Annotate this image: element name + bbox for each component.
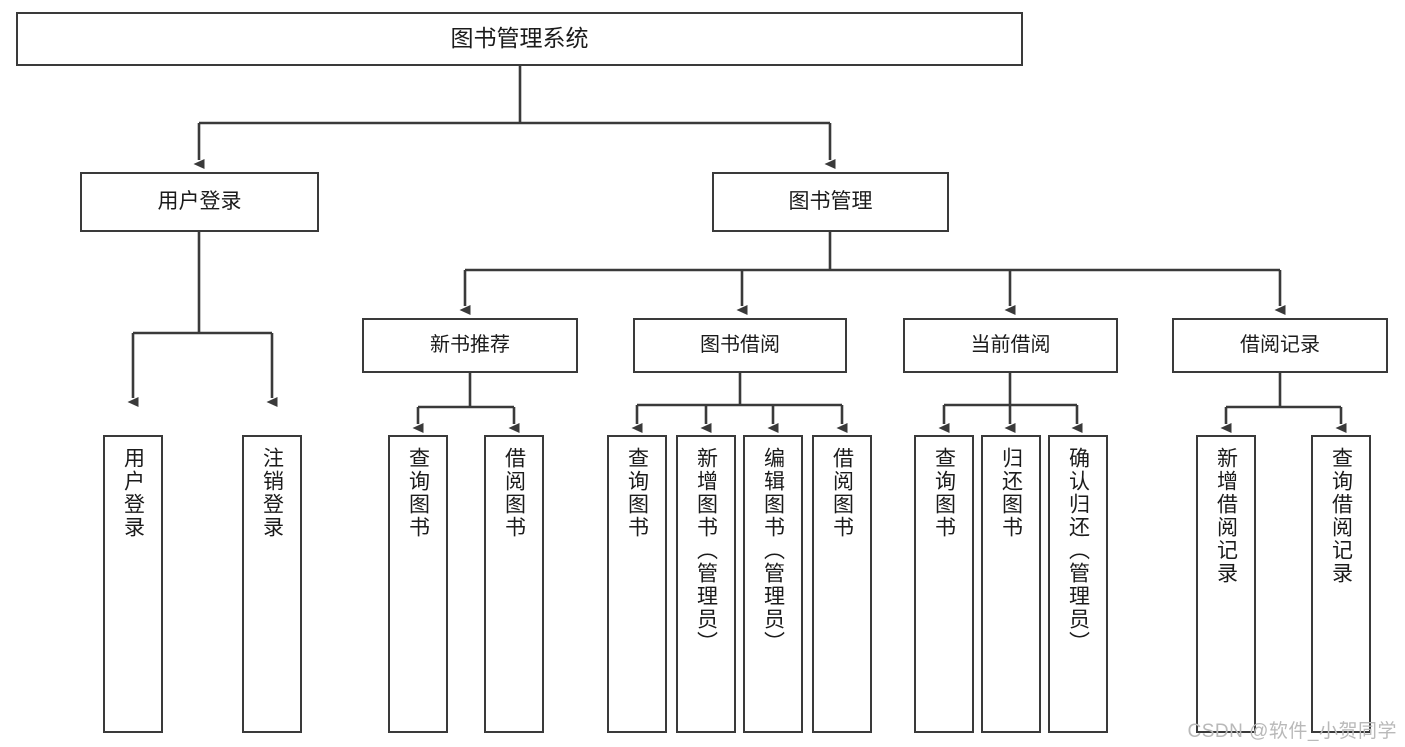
node-leaf-query-book-2[interactable]: 查询图书 bbox=[607, 435, 667, 733]
node-user-login[interactable]: 用户登录 bbox=[80, 172, 319, 232]
node-leaf-add-borrow-record[interactable]: 新增借阅记录 bbox=[1196, 435, 1256, 733]
node-leaf-confirm-return[interactable]: 确认归还（管理员） bbox=[1048, 435, 1108, 733]
node-leaf-add-book[interactable]: 新增图书（管理员） bbox=[676, 435, 736, 733]
node-leaf-edit-book[interactable]: 编辑图书（管理员） bbox=[743, 435, 803, 733]
node-label: 借阅记录 bbox=[1240, 333, 1320, 356]
node-book-borrow[interactable]: 图书借阅 bbox=[633, 318, 847, 373]
node-leaf-return-book[interactable]: 归还图书 bbox=[981, 435, 1041, 733]
node-leaf-query-book-3[interactable]: 查询图书 bbox=[914, 435, 974, 733]
node-current-borrow[interactable]: 当前借阅 bbox=[903, 318, 1118, 373]
node-leaf-user-logout[interactable]: 注销登录 bbox=[242, 435, 302, 733]
node-book-manage[interactable]: 图书管理 bbox=[712, 172, 949, 232]
node-label: 图书管理 bbox=[788, 189, 873, 213]
node-label: 确认归还（管理员） bbox=[1066, 447, 1090, 654]
node-label: 当前借阅 bbox=[970, 333, 1051, 356]
csdn-watermark: CSDN @软件_小贺同学 bbox=[1187, 721, 1397, 742]
node-label: 用户登录 bbox=[121, 447, 145, 539]
node-leaf-borrow-book-1[interactable]: 借阅图书 bbox=[484, 435, 544, 733]
node-label: 借阅图书 bbox=[830, 447, 854, 539]
node-label: 查询图书 bbox=[932, 447, 956, 539]
node-label: 查询借阅记录 bbox=[1329, 447, 1353, 585]
node-borrow-record[interactable]: 借阅记录 bbox=[1172, 318, 1388, 373]
node-label: 注销登录 bbox=[260, 447, 284, 539]
node-label: 新书推荐 bbox=[430, 333, 510, 356]
node-root-system[interactable]: 图书管理系统 bbox=[16, 12, 1023, 66]
node-label: 新增图书（管理员） bbox=[694, 447, 718, 654]
node-label: 借阅图书 bbox=[502, 447, 526, 539]
node-leaf-user-login[interactable]: 用户登录 bbox=[103, 435, 163, 733]
node-label: 新增借阅记录 bbox=[1214, 447, 1238, 585]
node-label: 查询图书 bbox=[625, 447, 649, 539]
node-label: 用户登录 bbox=[157, 189, 242, 213]
node-label: 编辑图书（管理员） bbox=[761, 447, 785, 654]
node-label: 归还图书 bbox=[999, 447, 1023, 539]
node-new-book-recommend[interactable]: 新书推荐 bbox=[362, 318, 578, 373]
node-label: 查询图书 bbox=[406, 447, 430, 539]
node-leaf-query-book-1[interactable]: 查询图书 bbox=[388, 435, 448, 733]
node-leaf-query-borrow-record[interactable]: 查询借阅记录 bbox=[1311, 435, 1371, 733]
node-label: 图书借阅 bbox=[700, 333, 780, 356]
node-leaf-borrow-book-2[interactable]: 借阅图书 bbox=[812, 435, 872, 733]
node-label: 图书管理系统 bbox=[450, 25, 589, 52]
